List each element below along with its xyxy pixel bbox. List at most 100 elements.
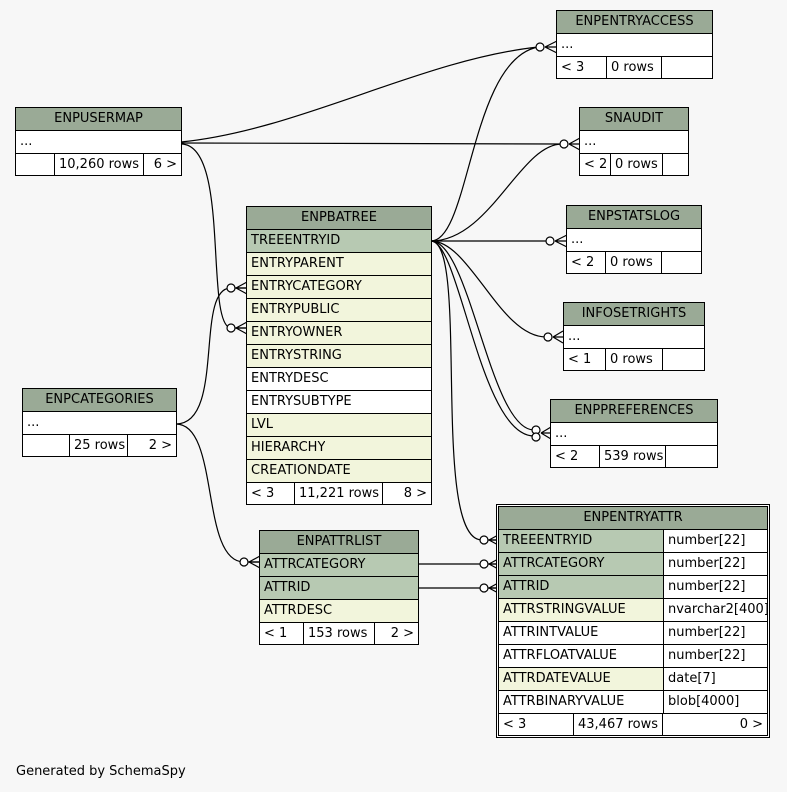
column-type: blob[4000] (663, 691, 767, 713)
column-row[interactable]: HIERARCHY (247, 437, 431, 460)
column-row[interactable]: LVL (247, 414, 431, 437)
row-count: 25 rows (70, 435, 128, 456)
table-footer: < 3 11,221 rows 8 > (247, 483, 431, 504)
row-count: 539 rows (600, 446, 666, 467)
column-row[interactable]: ENTRYSUBTYPE (247, 391, 431, 414)
child-count (662, 57, 712, 78)
child-count: 8 > (403, 486, 427, 501)
table-footer: < 2 539 rows (551, 446, 717, 467)
column-placeholder: ... (551, 423, 717, 446)
column-type: number[22] (663, 576, 767, 598)
table-enpbatree[interactable]: ENPBATREE TREEENTRYID ENTRYPARENT ENTRYC… (246, 206, 432, 505)
table-snaudit[interactable]: SNAUDIT ... < 2 0 rows (579, 107, 689, 176)
relation-line (430, 46, 539, 242)
child-count: 2 > (148, 438, 172, 453)
relation-endpoint (531, 432, 541, 442)
column-row[interactable]: ENTRYSTRING (247, 345, 431, 368)
table-title: SNAUDIT (580, 108, 688, 131)
relation-endpoint (545, 236, 555, 246)
column-row[interactable]: ENTRYDESC (247, 368, 431, 391)
relation-line (175, 423, 259, 563)
column-row[interactable]: ENTRYPARENT (247, 253, 431, 276)
relation-line (430, 240, 535, 431)
column-row[interactable]: CREATIONDATE (247, 460, 431, 483)
child-count (663, 349, 704, 370)
relation-endpoint (535, 42, 545, 52)
relation-line (430, 143, 563, 242)
table-footer: 25 rows 2 > (23, 435, 176, 456)
table-title: ENPPREFERENCES (551, 400, 717, 423)
table-title: ENPATTRLIST (260, 531, 418, 554)
relation-line (180, 143, 246, 329)
parent-count: < 3 (247, 483, 295, 504)
column-row[interactable]: ENTRYCATEGORY (247, 276, 431, 299)
relation-endpoint (479, 583, 489, 593)
relation-line (430, 240, 535, 437)
table-footer: < 1 0 rows (564, 349, 704, 370)
generated-by-text: Generated by SchemaSpy (16, 764, 186, 779)
crowfoot-icon (568, 137, 581, 151)
column-row[interactable]: ENTRYPUBLIC (247, 299, 431, 322)
table-footer: 10,260 rows 6 > (16, 154, 181, 175)
table-footer: < 2 0 rows (580, 154, 688, 175)
table-footer: < 1 153 rows 2 > (260, 623, 418, 644)
column-placeholder: ... (567, 229, 701, 252)
table-enpstatslog[interactable]: ENPSTATSLOG ... < 2 0 rows (566, 205, 702, 274)
relation-endpoint (479, 535, 489, 545)
column-placeholder: ... (580, 131, 688, 154)
relation-endpoint (559, 139, 569, 149)
table-title: ENPSTATSLOG (567, 206, 701, 229)
child-count (663, 154, 688, 175)
child-count: 0 > (739, 717, 763, 732)
relation-line (175, 287, 246, 425)
table-enpattrlist[interactable]: ENPATTRLIST ATTRCATEGORY ATTRID ATTRDESC… (259, 530, 419, 645)
column-row[interactable]: TREEENTRYID (247, 230, 431, 253)
parent-count: < 2 (551, 446, 600, 467)
parent-count: < 3 (499, 714, 574, 735)
column-type: nvarchar2[400] (663, 599, 767, 621)
table-title: ENPCATEGORIES (23, 389, 176, 412)
row-count: 10,260 rows (55, 154, 144, 175)
column-row[interactable]: ENTRYOWNER (247, 322, 431, 345)
crowfoot-icon (248, 555, 261, 569)
child-count (662, 252, 701, 273)
relation-line (430, 240, 547, 338)
table-title: ENPENTRYATTR (499, 507, 767, 530)
column-type: number[22] (663, 645, 767, 667)
crowfoot-icon (552, 330, 564, 344)
relation-line (430, 240, 499, 541)
row-count: 0 rows (606, 349, 663, 370)
child-count: 2 > (390, 626, 414, 641)
table-enppreferences[interactable]: ENPPREFERENCES ... < 2 539 rows (550, 399, 718, 468)
column-row[interactable]: ATTRCATEGORY (260, 554, 418, 577)
relation-line (180, 142, 561, 145)
relation-endpoint (226, 323, 236, 333)
parent-count (23, 435, 70, 456)
table-footer: < 2 0 rows (567, 252, 701, 273)
column-placeholder: ... (564, 326, 704, 349)
parent-count: < 2 (567, 252, 606, 273)
crowfoot-icon (235, 281, 248, 295)
column-type: number[22] (663, 530, 767, 552)
table-enpcategories[interactable]: ENPCATEGORIES ... 25 rows 2 > (22, 388, 177, 457)
table-enpentryaccess[interactable]: ENPENTRYACCESS ... < 3 0 rows (556, 10, 713, 79)
crowfoot-icon (540, 426, 552, 440)
row-count: 0 rows (606, 252, 662, 273)
table-title: ENPENTRYACCESS (557, 11, 712, 34)
table-enpusermap[interactable]: ENPUSERMAP ... 10,260 rows 6 > (15, 107, 182, 176)
child-count (666, 446, 717, 467)
column-row[interactable]: ATTRID (260, 577, 418, 600)
column-row[interactable]: ATTRDESC (260, 600, 418, 623)
column-placeholder: ... (16, 131, 181, 154)
table-footer: < 3 0 rows (557, 57, 712, 78)
table-infosetrights[interactable]: INFOSETRIGHTS ... < 1 0 rows (563, 302, 705, 371)
